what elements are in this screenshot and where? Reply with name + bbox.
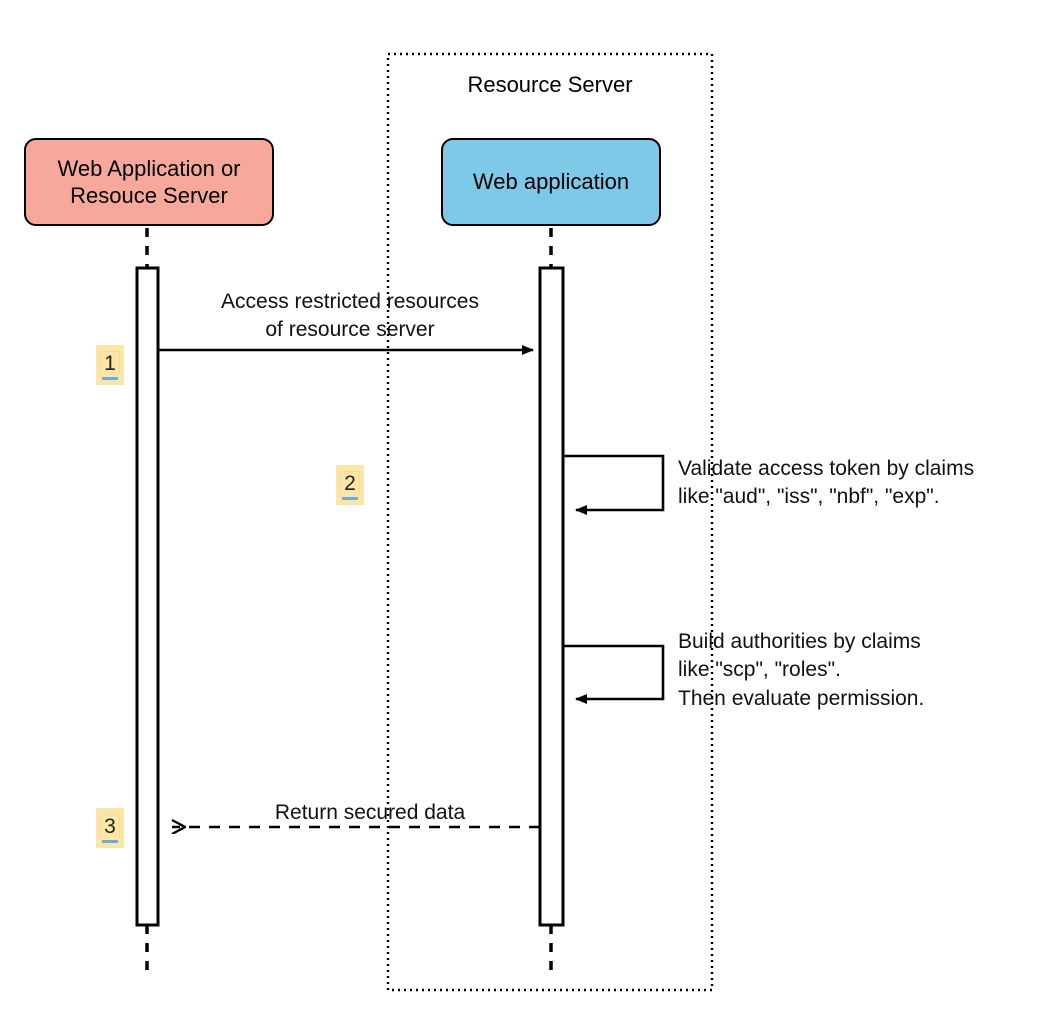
step-badge-1-underline [102, 376, 118, 380]
step-badge-1-digit: 1 [100, 350, 120, 374]
step-badge-3-digit: 3 [100, 813, 120, 837]
participant-client[interactable]: Web Application or Resouce Server [24, 138, 274, 226]
message-arrow-2 [563, 454, 665, 515]
message-label-validate-access-token: Validate access token by claims like "au… [678, 457, 975, 509]
step-badge-2-digit: 2 [340, 470, 360, 494]
message-label-build-authorities: Build authorities by claims like "scp", … [678, 630, 925, 710]
message-label-access-restricted-resources: Access restricted resources of resource … [221, 290, 479, 342]
step-badge-3[interactable]: 3 [96, 808, 124, 848]
message-arrow-3 [563, 644, 665, 704]
step-badge-1[interactable]: 1 [96, 345, 124, 385]
step-badge-2[interactable]: 2 [336, 465, 364, 505]
activation-bar-client [135, 266, 160, 927]
step-badge-3-underline [102, 839, 118, 843]
resource-server-frame [386, 52, 714, 992]
participant-server[interactable]: Web application [441, 138, 661, 226]
message-label-return-secured-data: Return secured data [274, 801, 466, 824]
step-badge-2-underline [342, 496, 358, 500]
resource-server-frame-label: Resource Server [467, 72, 633, 97]
activation-bar-server [538, 266, 565, 927]
